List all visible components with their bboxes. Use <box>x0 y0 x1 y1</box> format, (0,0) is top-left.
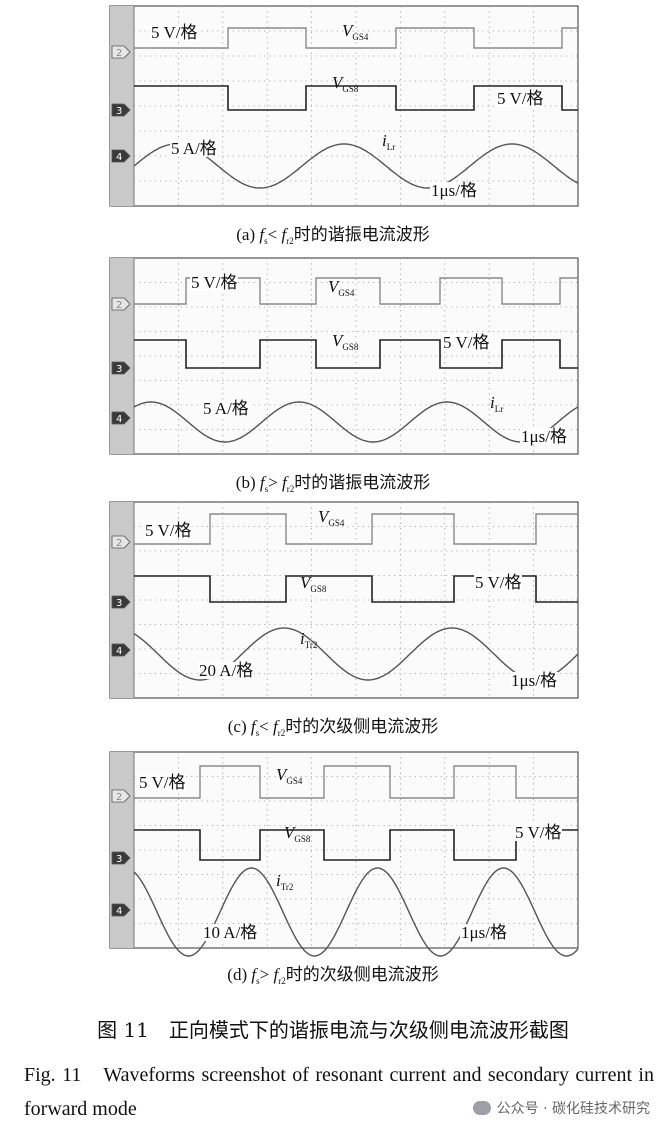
vgs8-trace <box>134 575 578 603</box>
vgs8-label: VGS8 <box>332 73 359 94</box>
svg-text:3: 3 <box>116 598 122 609</box>
scale-mid-label: 5 V/格 <box>514 823 563 842</box>
subcaption-b: (b) fs> fr2时的谐振电流波形 <box>235 473 431 494</box>
vgs8-label: VGS8 <box>332 331 359 352</box>
scale-top-label: 5 V/格 <box>144 521 193 540</box>
vgs8-label: VGS8 <box>300 573 327 594</box>
vgs4-label: VGS4 <box>276 765 303 786</box>
scope-panel-a: 2 3 4 5 V/格 VGS4 VGS8 5 V/格 5 A/格 iLr 1μs/… <box>109 5 579 207</box>
vgs4-label: VGS4 <box>318 507 345 528</box>
svg-text:4: 4 <box>116 906 122 917</box>
watermark-text: 公众号 · 碳化硅技术研究 <box>496 1101 650 1117</box>
channel-marker-4: 4 <box>111 643 131 657</box>
figure-caption-cn: 图 11 正向模式下的谐振电流与次级侧电流波形截图 <box>97 1018 569 1042</box>
current-trace <box>133 143 579 189</box>
channel-marker-2: 2 <box>111 297 131 311</box>
svg-text:4: 4 <box>116 646 122 657</box>
vgs4-label: VGS4 <box>328 277 355 298</box>
scope-panel-c: 2 3 4 5 V/格 VGS4 VGS8 5 V/格 iTr2 20 A/格 1μ… <box>109 501 579 699</box>
svg-text:4: 4 <box>116 152 122 163</box>
vgs8-trace <box>134 85 578 111</box>
scope-panel-d: 2 3 4 5 V/格 VGS4 VGS8 5 V/格 iTr2 10 A/格 1μ… <box>109 751 579 957</box>
scale-bot-label: 5 A/格 <box>202 399 250 418</box>
svg-text:3: 3 <box>116 854 122 865</box>
scope-panel-b: 2 3 4 5 V/格 VGS4 VGS8 5 V/格 5 A/格 iLr 1μs/… <box>109 257 579 455</box>
scope-grid-b: 2 3 4 <box>109 257 579 455</box>
svg-text:2: 2 <box>116 48 122 59</box>
scale-mid-label: 5 V/格 <box>442 333 491 352</box>
current-label: iTr2 <box>300 629 318 650</box>
vgs4-trace <box>134 765 578 799</box>
svg-text:3: 3 <box>116 106 122 117</box>
svg-text:2: 2 <box>116 792 122 803</box>
svg-text:4: 4 <box>116 414 122 425</box>
vgs4-trace <box>134 27 578 49</box>
svg-text:2: 2 <box>116 300 122 311</box>
channel-marker-2: 2 <box>111 535 131 549</box>
svg-text:2: 2 <box>116 538 122 549</box>
scale-bot-label: 5 A/格 <box>170 139 218 158</box>
channel-marker-4: 4 <box>111 903 131 917</box>
channel-marker-2: 2 <box>111 789 131 803</box>
figure-caption-en-text: Waveforms screenshot of resonant current… <box>24 1064 654 1120</box>
scale-bot-label: 20 A/格 <box>198 661 255 680</box>
scale-bot-label: 10 A/格 <box>202 923 259 942</box>
scale-top-label: 5 V/格 <box>150 23 199 42</box>
current-trace <box>133 401 579 443</box>
scope-grid-d: 2 3 4 <box>109 751 579 957</box>
scale-mid-label: 5 V/格 <box>496 89 545 108</box>
channel-marker-3: 3 <box>111 595 131 609</box>
timebase-label: 1μs/格 <box>430 181 478 200</box>
current-label: iTr2 <box>276 871 294 892</box>
channel-marker-4: 4 <box>111 149 131 163</box>
current-label: iLr <box>490 393 504 414</box>
timebase-label: 1μs/格 <box>520 427 568 446</box>
channel-marker-4: 4 <box>111 411 131 425</box>
subcaption-d: (d) fs> fr2时的次级侧电流波形 <box>227 965 439 986</box>
vgs8-trace <box>134 829 578 861</box>
channel-marker-3: 3 <box>111 851 131 865</box>
channel-marker-2: 2 <box>111 45 131 59</box>
timebase-label: 1μs/格 <box>460 923 508 942</box>
vgs4-label: VGS4 <box>342 21 369 42</box>
vgs8-label: VGS8 <box>284 823 311 844</box>
wechat-icon <box>472 1101 491 1115</box>
current-label: iLr <box>382 131 396 152</box>
figure-number: Fig. 11 <box>24 1064 82 1086</box>
vgs4-trace <box>134 513 578 545</box>
subcaption-a: (a) fs< fr2时的谐振电流波形 <box>236 225 430 246</box>
watermark: 公众号 · 碳化硅技术研究 <box>472 1098 650 1118</box>
scale-top-label: 5 V/格 <box>190 273 239 292</box>
channel-marker-3: 3 <box>111 103 131 117</box>
scale-mid-label: 5 V/格 <box>474 573 523 592</box>
subcaption-c: (c) fs< fr2时的次级侧电流波形 <box>227 717 439 738</box>
timebase-label: 1μs/格 <box>510 671 558 690</box>
vgs8-trace <box>134 339 578 369</box>
channel-marker-3: 3 <box>111 361 131 375</box>
scale-top-label: 5 V/格 <box>138 773 187 792</box>
svg-text:3: 3 <box>116 364 122 375</box>
